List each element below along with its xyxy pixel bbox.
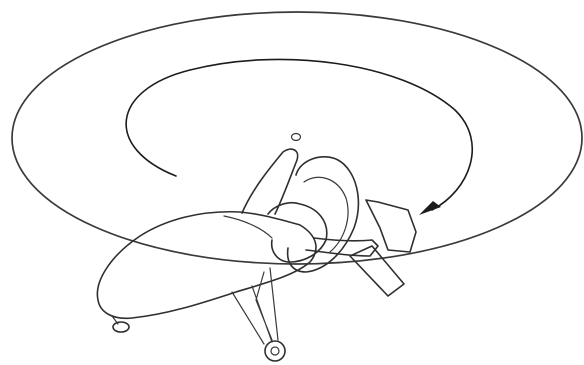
rotor-disc xyxy=(12,12,582,264)
main-wheel-hub xyxy=(271,347,279,355)
vertical-fin xyxy=(366,200,416,252)
main-wheel xyxy=(265,341,285,361)
rotation-arrowhead xyxy=(419,201,441,215)
rotor-hub-marker xyxy=(292,134,301,141)
nose-wheel xyxy=(113,322,129,332)
fuselage xyxy=(97,212,316,319)
rotor-mast xyxy=(242,149,298,214)
tail-boom xyxy=(306,238,378,256)
landing-gear-struts xyxy=(232,268,278,344)
horizontal-stabilizer xyxy=(350,246,404,296)
canopy-line xyxy=(224,216,272,238)
